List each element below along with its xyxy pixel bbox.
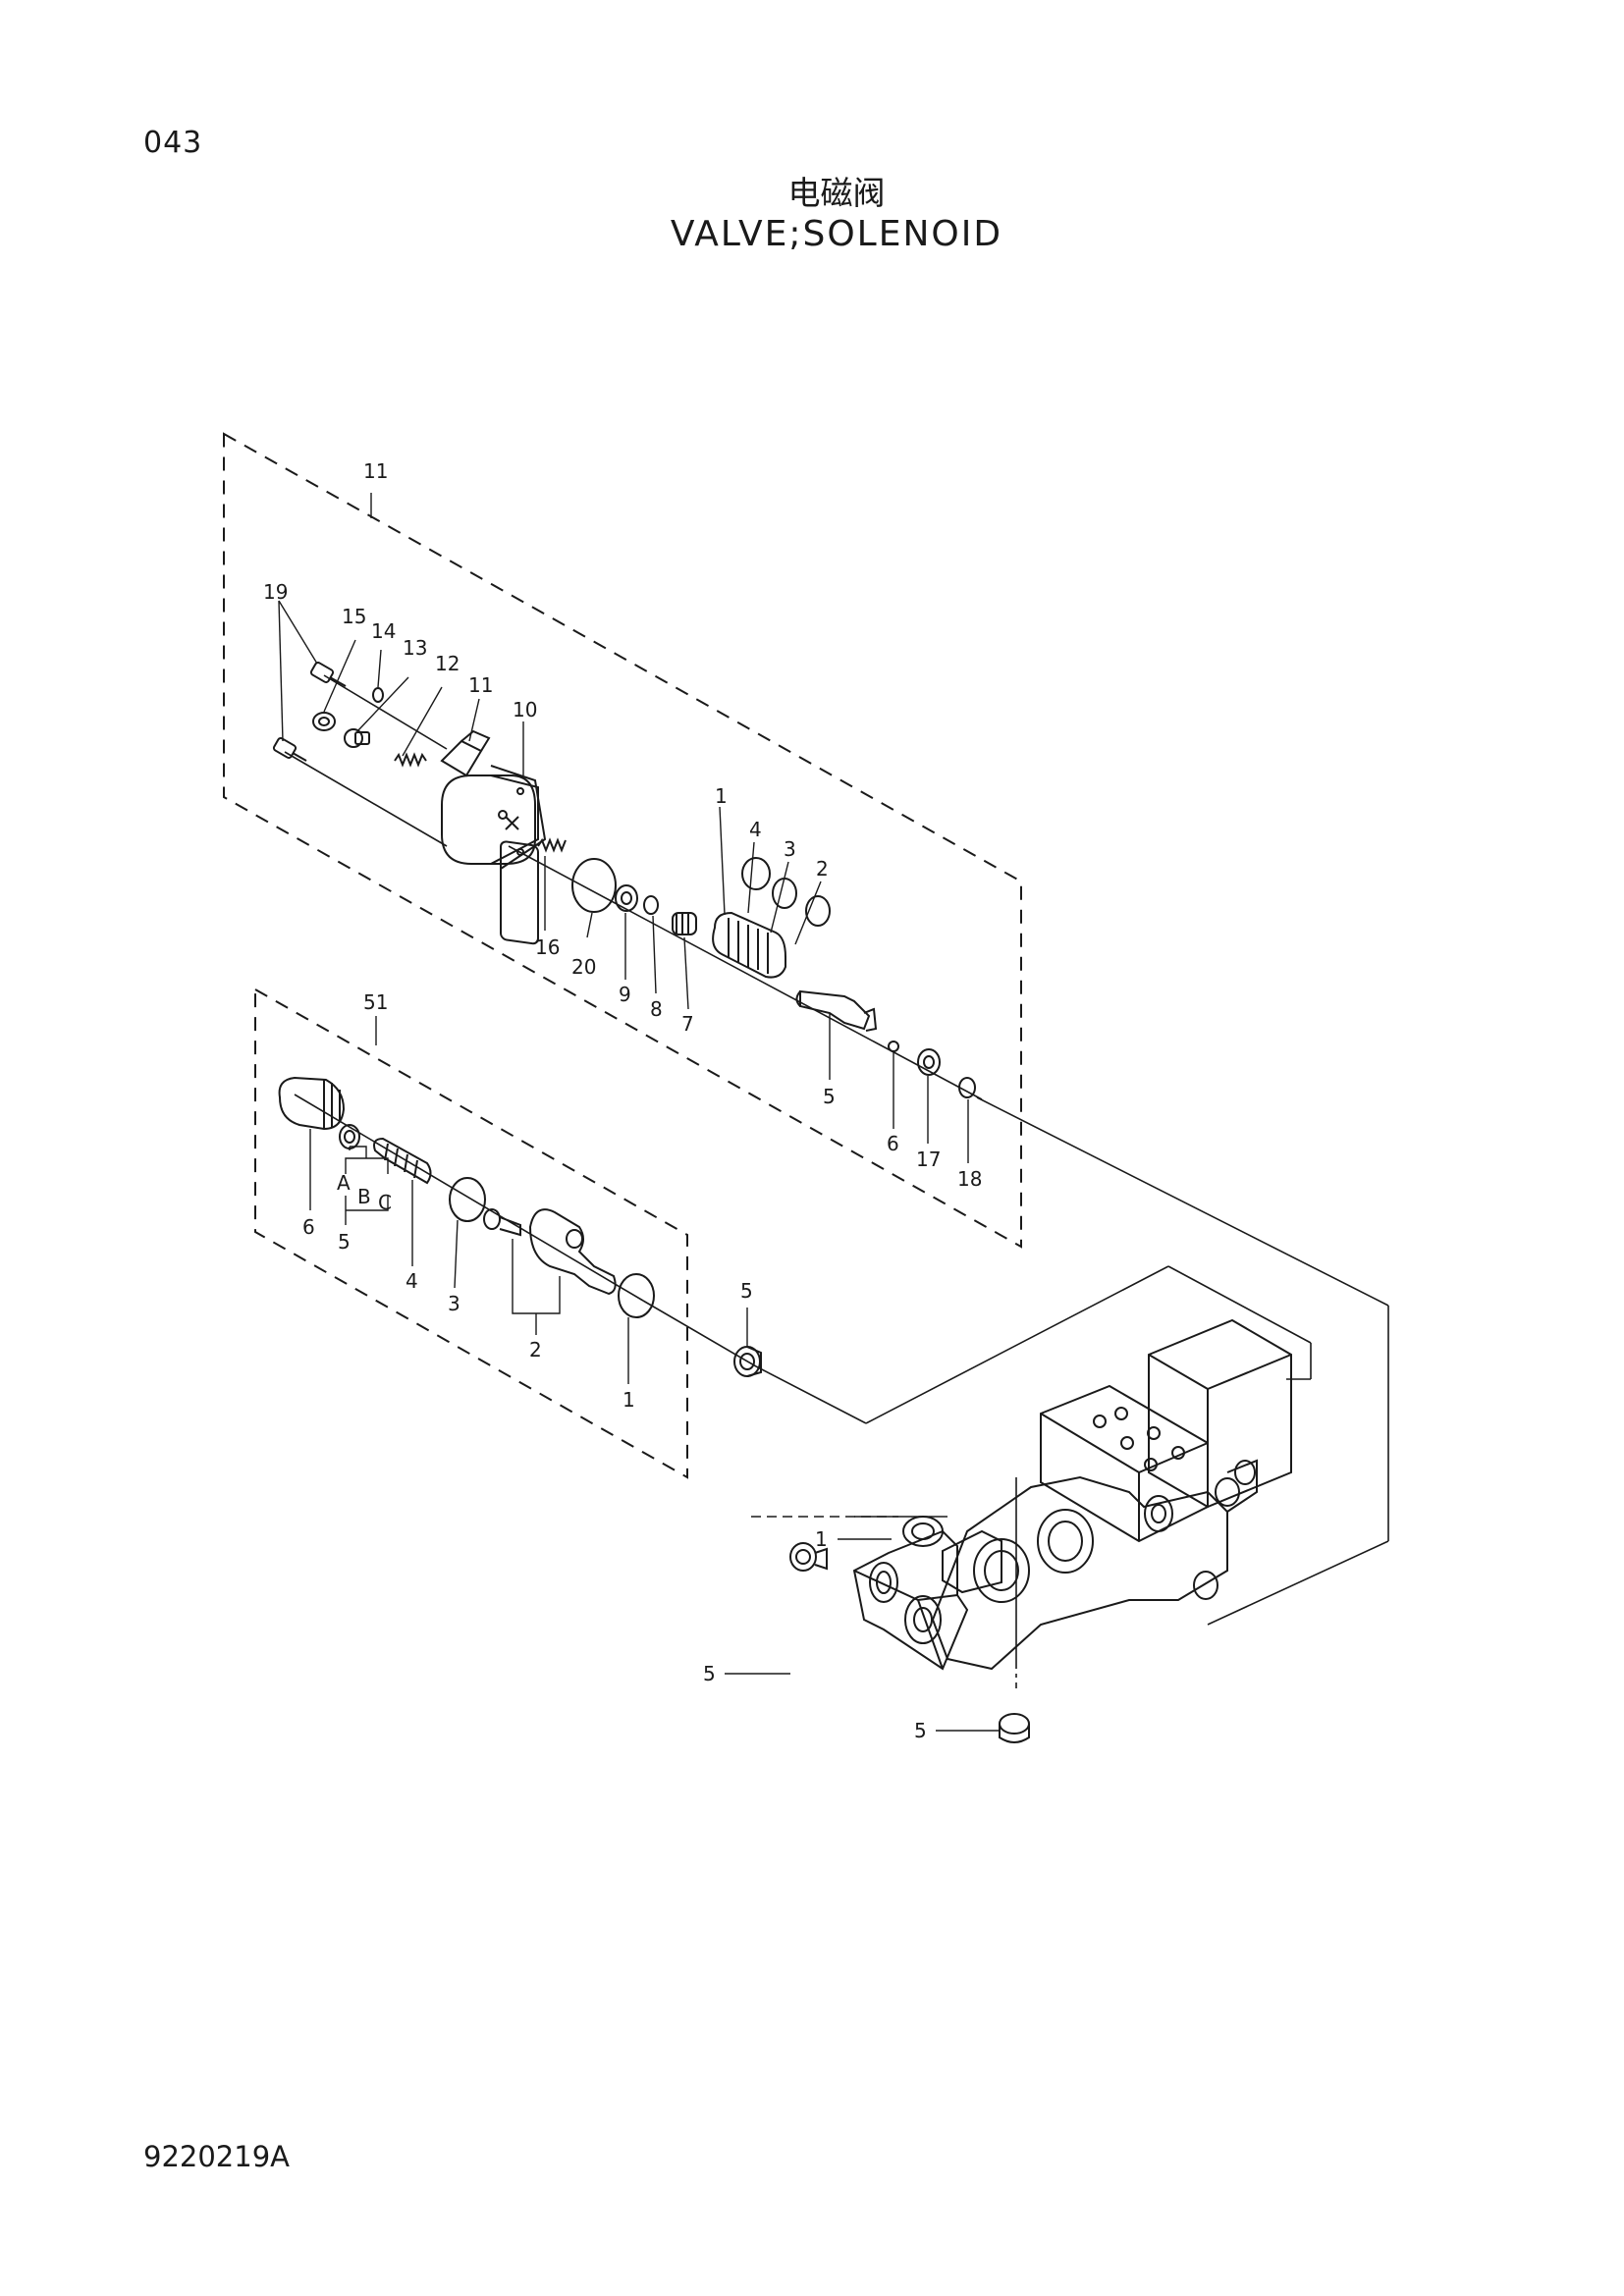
part-13	[344, 728, 370, 748]
callout-15: 15	[342, 605, 366, 628]
spring-4	[373, 1137, 432, 1185]
callout-10: 10	[513, 698, 537, 721]
bolt-19-lower	[272, 737, 307, 762]
callout-labels: 11 19 15 14 13 12 11 10 16 20 9 8 7 1 4 …	[263, 459, 982, 1742]
spring-16	[537, 837, 567, 853]
callout-5-left: 5	[703, 1662, 716, 1685]
callout-1-oring: 1	[623, 1388, 635, 1412]
o-ring-20	[571, 858, 617, 913]
callout-12: 12	[435, 652, 460, 675]
o-ring-4	[741, 857, 771, 890]
callout-14: 14	[371, 619, 396, 643]
title-chinese: 电磁阀	[787, 174, 886, 212]
assembly-axis-lines	[284, 674, 1389, 1688]
callout-11-part: 11	[468, 673, 493, 697]
callout-1-sleeve: 1	[715, 784, 728, 808]
poppet-2	[483, 1208, 617, 1296]
callout-A: A	[337, 1171, 351, 1195]
washer-9	[615, 884, 638, 912]
o-ring-3	[772, 878, 797, 909]
callout-19: 19	[263, 580, 288, 604]
callout-20: 20	[571, 955, 596, 979]
group-11-boundary	[223, 432, 1022, 1249]
ring-14	[372, 687, 384, 703]
o-ring-3-lower	[449, 1177, 486, 1222]
washer-17	[917, 1048, 941, 1076]
spring-12	[394, 752, 427, 768]
sleeve-1	[712, 911, 786, 979]
plug-5-body-bottom	[999, 1713, 1030, 1743]
group-51-boundary	[254, 988, 688, 1479]
o-ring-2	[805, 895, 831, 927]
nut-15	[312, 712, 336, 731]
callout-6-plug: 6	[302, 1215, 315, 1239]
callout-2-poppet: 2	[529, 1338, 542, 1362]
callout-6-ball: 6	[887, 1132, 899, 1155]
callout-B: B	[357, 1185, 371, 1208]
solenoid-coil-10	[440, 729, 547, 945]
callout-5-plug51: 5	[740, 1279, 753, 1303]
ring-8	[643, 895, 659, 915]
callout-16: 16	[535, 935, 560, 959]
valve-body-1	[852, 1318, 1292, 1671]
callout-C: C	[378, 1191, 392, 1214]
callout-5-bottom: 5	[914, 1719, 927, 1742]
callout-4-spring: 4	[406, 1269, 418, 1293]
shim-5	[339, 1124, 360, 1149]
callout-18: 18	[957, 1167, 982, 1191]
callout-51: 51	[363, 990, 388, 1014]
callout-leaders	[278, 493, 1000, 1732]
o-ring-1	[618, 1273, 655, 1318]
callout-8: 8	[650, 997, 663, 1021]
callout-13: 13	[403, 636, 427, 660]
callout-5-spool: 5	[823, 1085, 836, 1108]
callout-1-body: 1	[815, 1527, 828, 1551]
page-code: 043	[143, 126, 203, 160]
plug-5-body-left	[789, 1542, 828, 1572]
callout-2-upper: 2	[816, 857, 829, 881]
plug-6	[278, 1076, 346, 1131]
spring-7	[672, 912, 697, 935]
callout-9: 9	[619, 983, 631, 1006]
callout-3-upper: 3	[784, 837, 796, 861]
ring-18	[958, 1077, 976, 1098]
callout-4-upper: 4	[749, 818, 762, 841]
document-number: 9220219A	[143, 2140, 290, 2173]
ball-6	[888, 1041, 899, 1052]
callout-17: 17	[916, 1148, 941, 1171]
callout-5-shim: 5	[338, 1230, 351, 1254]
callout-3-lower: 3	[448, 1292, 460, 1315]
spool-5	[795, 989, 878, 1032]
callout-7: 7	[681, 1012, 694, 1036]
callout-11-group: 11	[363, 459, 388, 483]
title-english: VALVE;SOLENOID	[670, 214, 1003, 254]
